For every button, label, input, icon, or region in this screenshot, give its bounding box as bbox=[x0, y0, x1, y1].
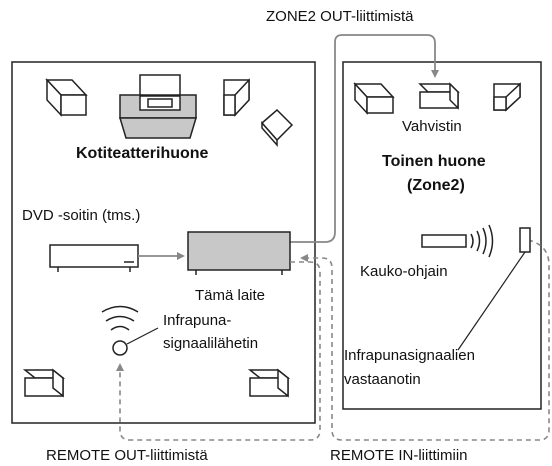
rear-right-speaker-icon bbox=[247, 368, 291, 398]
remote-control-icon bbox=[421, 224, 494, 258]
remote-out-label: REMOTE OUT-liittimistä bbox=[46, 447, 208, 464]
front-right-speaker-icon bbox=[223, 78, 250, 117]
ir-transmitter-label-line1: Infrapuna- bbox=[163, 312, 231, 329]
ir-transmitter-label-line2: signaalilähetin bbox=[163, 335, 258, 352]
subwoofer-speaker-icon bbox=[260, 108, 294, 147]
ir-receiver-pointer bbox=[457, 251, 526, 351]
remote-in-connection-line bbox=[300, 239, 550, 441]
amplifier-label: Vahvistin bbox=[402, 118, 462, 135]
second-room-label-line2: (Zone2) bbox=[407, 177, 465, 194]
ir-receiver-label-line2: vastaanotin bbox=[344, 371, 421, 388]
zone2-out-label: ZONE2 OUT-liittimistä bbox=[266, 8, 414, 25]
ir-transmitter-pointer bbox=[126, 327, 159, 345]
this-unit-icon bbox=[187, 231, 291, 275]
ir-receiver-icon bbox=[519, 227, 531, 253]
ir-transmitter-icon bbox=[101, 305, 139, 356]
dvd-player-label: DVD -soitin (tms.) bbox=[22, 207, 140, 224]
zone2-connection-line bbox=[290, 34, 439, 243]
home-theater-room-label: Kotiteatterihuone bbox=[76, 145, 209, 162]
zone2-left-speaker-icon bbox=[353, 82, 395, 115]
remote-in-label: REMOTE IN-liittimiin bbox=[330, 447, 468, 464]
remote-out-connection-line bbox=[116, 261, 321, 441]
amplifier-icon bbox=[418, 82, 460, 110]
this-unit-label: Tämä laite bbox=[195, 287, 265, 304]
front-left-speaker-icon bbox=[45, 78, 88, 117]
remote-control-label: Kauko-ohjain bbox=[360, 263, 448, 280]
center-speaker-screen-icon bbox=[118, 74, 198, 139]
rear-left-speaker-icon bbox=[22, 368, 66, 398]
second-room-label-line1: Toinen huone bbox=[382, 153, 486, 170]
ir-receiver-label-line1: Infrapunasignaalien bbox=[344, 347, 475, 364]
zone2-right-speaker-icon bbox=[493, 82, 521, 112]
